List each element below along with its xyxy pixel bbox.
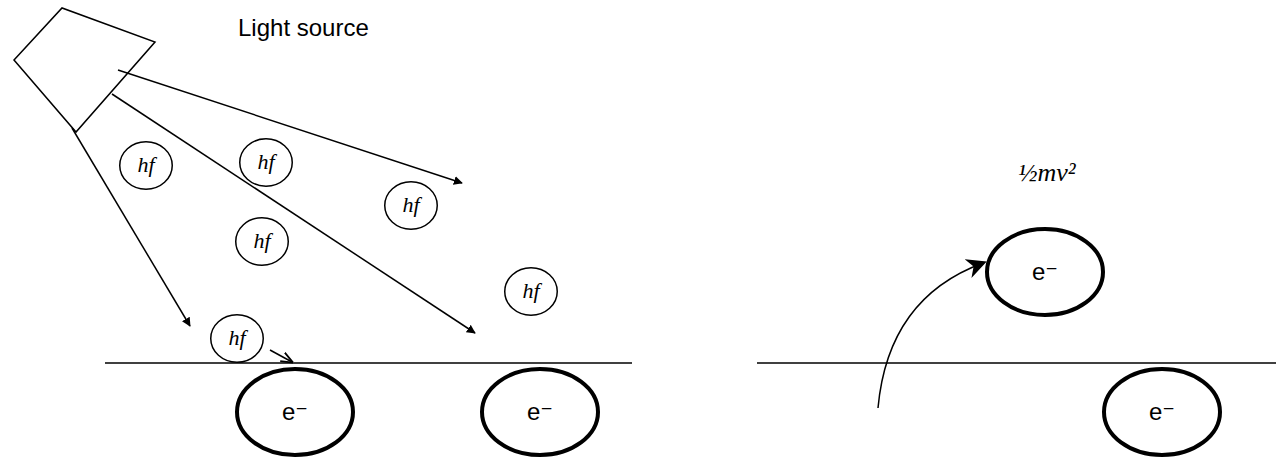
photon-bubble: hf: [235, 217, 289, 266]
photon-energy: hf: [137, 152, 154, 178]
lamp-housing: [14, 8, 155, 132]
photon-bubble: hf: [119, 141, 173, 190]
ellipse-outline: [211, 314, 264, 362]
electron-symbol: e⁻: [1032, 258, 1058, 286]
impact-arrow: [270, 350, 292, 362]
source-label: Light source: [238, 14, 369, 42]
electron-path: [878, 263, 983, 408]
photon-energy: hf: [228, 325, 245, 351]
photon-bubble: hf: [504, 267, 558, 316]
metal-surface: [757, 362, 1276, 364]
ellipse-outline: [236, 217, 289, 265]
ellipse-outline: [240, 138, 293, 186]
ellipse-outline: [505, 267, 558, 315]
electron-circle: e⁻: [235, 367, 355, 457]
electron-circle: e⁻: [985, 227, 1105, 317]
ellipse-outline: [987, 229, 1103, 315]
light-ray: [112, 94, 475, 333]
kinetic-energy-label: ½mv²: [1018, 158, 1076, 188]
photon-energy: hf: [522, 278, 539, 304]
photon-energy: hf: [257, 149, 274, 175]
ellipse-outline: [482, 369, 598, 455]
photon-bubble: hf: [384, 181, 438, 230]
ellipse-outline: [120, 141, 173, 189]
photon-energy: hf: [253, 228, 270, 254]
electron-symbol: e⁻: [282, 398, 308, 426]
light-ray: [72, 128, 190, 326]
photon-bubble: hf: [210, 314, 264, 363]
ellipse-outline: [1104, 369, 1220, 455]
photon-energy: hf: [402, 192, 419, 218]
metal-surface: [105, 362, 632, 364]
ellipse-outline: [385, 181, 438, 229]
electron-symbol: e⁻: [1149, 398, 1175, 426]
electron-circle: e⁻: [1102, 367, 1222, 457]
electron-symbol: e⁻: [527, 398, 553, 426]
ellipse-outline: [237, 369, 353, 455]
electron-circle: e⁻: [480, 367, 600, 457]
photon-bubble: hf: [239, 138, 293, 187]
